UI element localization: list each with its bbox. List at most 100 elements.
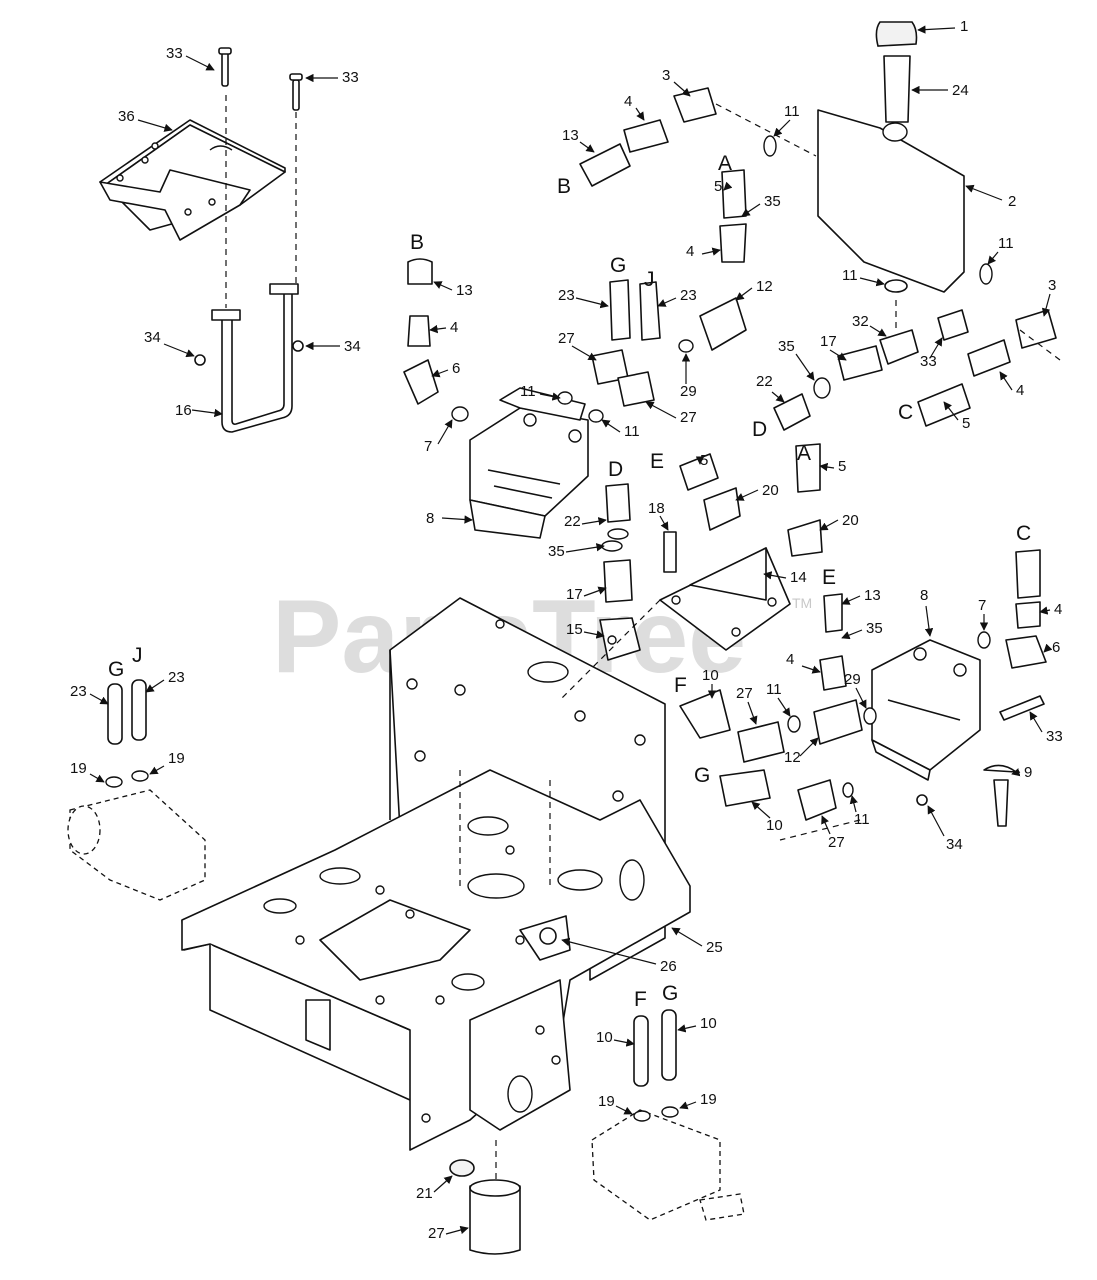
- callout-28-b: 27: [680, 409, 697, 426]
- callout-25: 25: [706, 939, 723, 956]
- callout-17-center: 17: [566, 586, 583, 603]
- callout-11-top: 11: [784, 103, 800, 120]
- part-26-plate-drawing: [519, 915, 571, 961]
- letter-h-top: G: [610, 254, 626, 277]
- fittings-upper-left-drawing: [403, 169, 747, 423]
- callout-19-left-a: 19: [70, 760, 87, 777]
- callout-4-mid: 4: [686, 243, 694, 260]
- part-14-bracket-drawing: [659, 547, 791, 651]
- callout-2: 2: [1008, 193, 1016, 210]
- callout-23-b: 23: [680, 287, 697, 304]
- callout-1: 1: [960, 18, 968, 35]
- callout-28-c: 27: [736, 685, 753, 702]
- letter-a-top: A: [718, 152, 732, 175]
- callout-10-top: 10: [702, 667, 719, 684]
- callout-21: 21: [416, 1185, 433, 1202]
- callout-33-a: 33: [166, 45, 183, 62]
- callout-29-lower: 29: [844, 671, 861, 688]
- callout-11-mid2: 11: [624, 423, 640, 440]
- callout-34-right: 34: [344, 338, 361, 355]
- letter-h-left: G: [108, 658, 124, 681]
- callout-35-right: 35: [778, 338, 795, 355]
- callout-34-left: 34: [144, 329, 161, 346]
- callout-3-top: 3: [662, 67, 670, 84]
- callout-10-bottom-a: 10: [596, 1029, 613, 1046]
- callout-23-a: 23: [558, 287, 575, 304]
- letter-j-left: J: [132, 644, 143, 667]
- fittings-lower-right-drawing: [679, 689, 1045, 827]
- part-25-frame-drawing: [181, 597, 691, 1151]
- callout-20-top: 20: [762, 482, 779, 499]
- callout-10-bottom-b: 10: [700, 1015, 717, 1032]
- callout-5-center: 5: [700, 452, 708, 469]
- motor-left-drawing: [67, 679, 206, 901]
- part-21-27-filter-drawing: [449, 1159, 521, 1255]
- callout-3-right: 3: [1048, 277, 1056, 294]
- fittings-right-drawing: [773, 309, 1057, 431]
- letter-b-left: B: [410, 231, 424, 254]
- letter-g-mid: G: [694, 764, 710, 787]
- letter-e-mid: E: [650, 450, 664, 473]
- part-1-2-24-tank-drawing: [817, 21, 965, 293]
- hose-letter-labels: B A B G J C D E A D C E G J F G F G: [108, 152, 1031, 1011]
- letter-d-mid: D: [752, 418, 767, 441]
- callout-29-top: 29: [680, 383, 697, 400]
- letter-c-right: C: [1016, 522, 1031, 545]
- callout-4-top: 4: [624, 93, 632, 110]
- callout-11-lower-b: 11: [854, 811, 870, 828]
- callout-28-a: 27: [558, 330, 575, 347]
- callout-22-center: 22: [564, 513, 581, 530]
- callout-36: 36: [118, 108, 135, 125]
- callout-13-top: 13: [562, 127, 579, 144]
- callout-14: 14: [790, 569, 807, 586]
- callout-labels: 1 24 3 4 11 13 2 5 35 4 11 11 3: [70, 18, 1063, 1242]
- part-8-pump-lower-drawing: [813, 549, 1047, 781]
- callout-11-lower: 11: [766, 681, 782, 698]
- callout-4-right: 4: [1016, 382, 1024, 399]
- callout-11-mid: 11: [520, 383, 536, 400]
- callout-11-right: 11: [998, 235, 1014, 252]
- callout-35-top: 35: [764, 193, 781, 210]
- part-8-pump-upper-drawing: [469, 387, 589, 539]
- watermark-trademark: TM: [792, 595, 812, 611]
- callout-4-lower: 4: [786, 651, 794, 668]
- letter-c-mid: C: [898, 401, 913, 424]
- callout-28-d: 27: [828, 834, 845, 851]
- motor-right-drawing: [591, 1009, 745, 1221]
- callout-4-left: 4: [450, 319, 458, 336]
- callout-8-right: 8: [920, 587, 928, 604]
- callout-4-far-right: 4: [1054, 601, 1062, 618]
- callout-18: 18: [648, 500, 665, 517]
- assembly-lines: [459, 103, 1061, 1180]
- letter-b-top: B: [557, 175, 571, 198]
- callout-10-mid: 10: [766, 817, 783, 834]
- callout-5-a: 5: [838, 458, 846, 475]
- callout-31: 32: [852, 313, 869, 330]
- callout-20-right: 20: [842, 512, 859, 529]
- letter-f-mid: F: [674, 674, 687, 697]
- callout-6-right: 6: [1052, 639, 1060, 656]
- callout-23-left: 23: [70, 683, 87, 700]
- letter-f-bottom: F: [634, 988, 647, 1011]
- callout-7-right: 7: [978, 597, 986, 614]
- part-33-bolts-drawing: [218, 47, 303, 111]
- letter-j-top: J: [644, 268, 655, 291]
- callout-19-bottom-b: 19: [700, 1091, 717, 1108]
- part-16-strap-drawing: [194, 95, 304, 433]
- callout-16: 16: [175, 402, 192, 419]
- callout-15: 15: [566, 621, 583, 638]
- callout-12-top: 12: [756, 278, 773, 295]
- callout-17-right: 17: [820, 333, 837, 350]
- letter-e-right: E: [822, 566, 836, 589]
- part-36-bracket-drawing: [99, 119, 286, 241]
- callout-7-left: 7: [424, 438, 432, 455]
- callout-33-right: 33: [1046, 728, 1063, 745]
- callout-11-tank: 11: [842, 267, 858, 284]
- callout-12-lower: 12: [784, 749, 801, 766]
- callout-26: 26: [660, 958, 677, 975]
- callout-35-center: 35: [548, 543, 565, 560]
- callout-13-center: 13: [864, 587, 881, 604]
- letter-g-bottom: G: [662, 982, 678, 1005]
- callout-32: 33: [920, 353, 937, 370]
